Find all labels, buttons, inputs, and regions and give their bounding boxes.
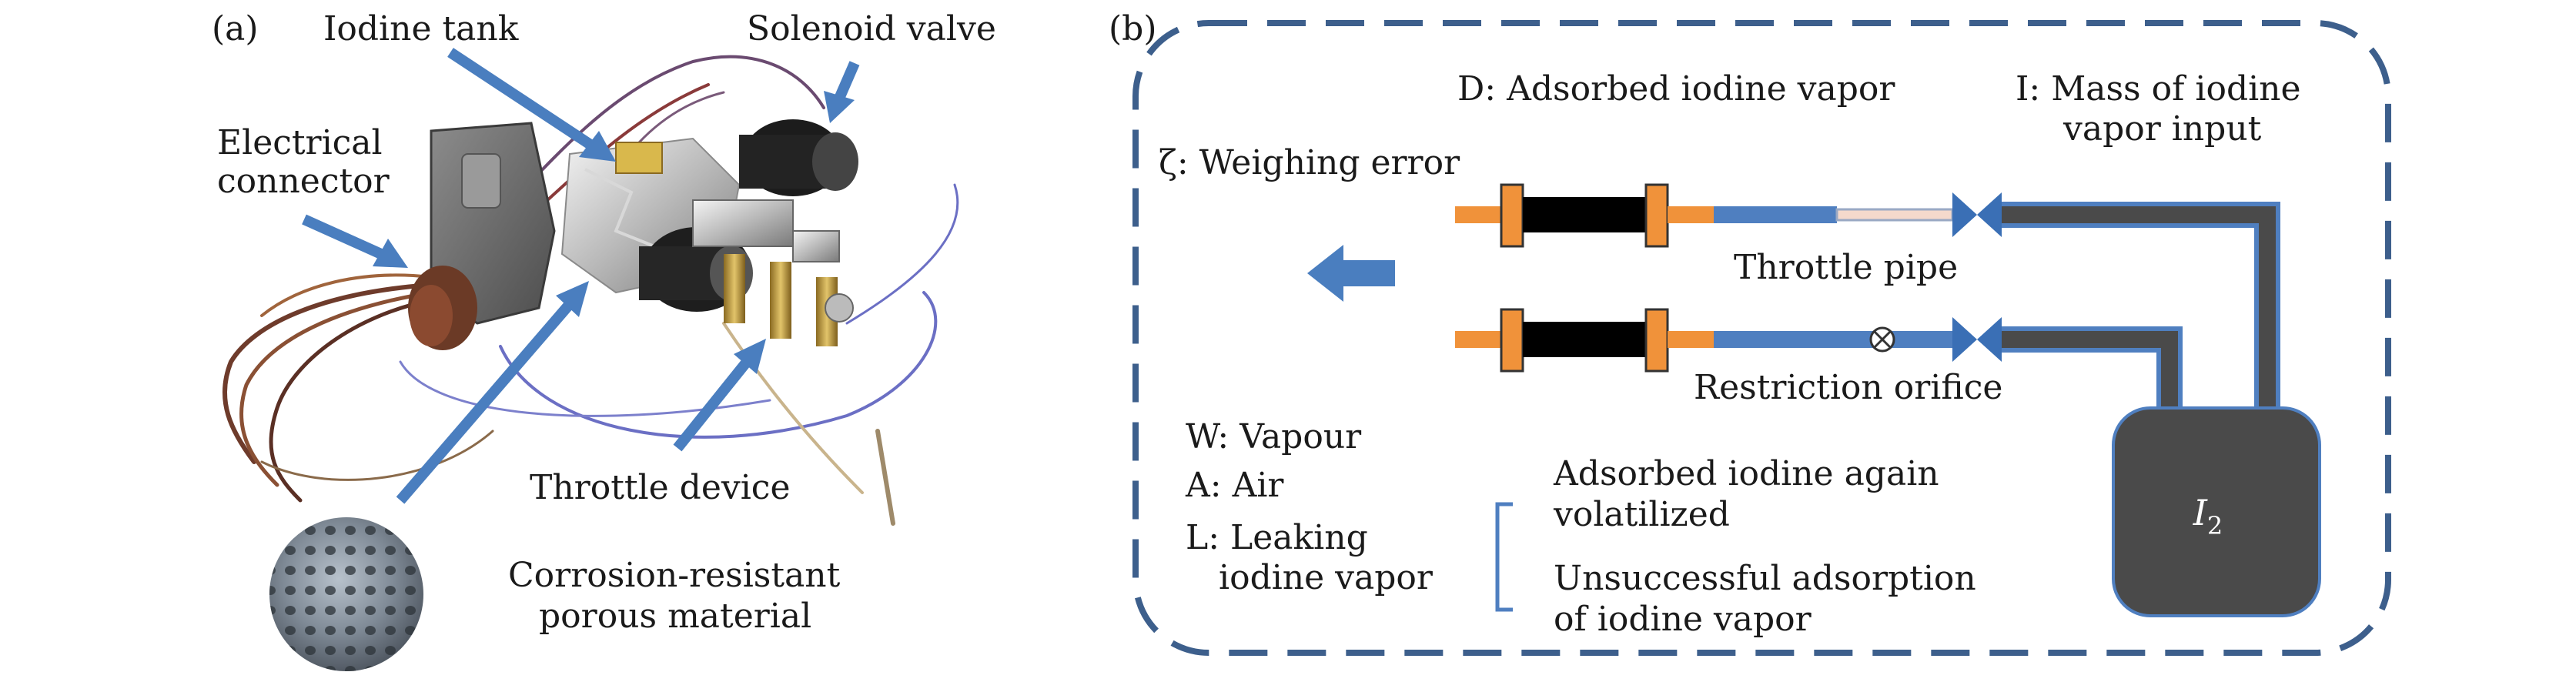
arrow-porous-material [396,300,574,504]
tank-symbol-main: I [2193,492,2208,533]
arrowhead-porous-material [556,281,589,317]
label-throttle-pipe: Throttle pipe [1734,248,1958,287]
arrowhead-electrical-connector [373,239,408,268]
arrow-iodine-tank [447,48,596,151]
label-mass-input-line2: vapor input [2062,109,2262,149]
legend-bracket [1495,502,1513,612]
legend-again-line2: volatilized [1553,495,1730,534]
upper-adsorber-body [1523,197,1646,232]
electrical-connector-photo [408,122,556,350]
label-porous-material-line1: Corrosion-resistant [508,556,841,595]
upper-flange-right [1644,183,1669,248]
upper-valve-left [1952,192,1977,237]
restriction-orifice-symbol [1869,326,1895,353]
upper-inlet-stub [1455,206,1501,223]
panel-b-label: (b) [1109,9,1157,48]
upper-valve-right [1977,192,2002,237]
lower-flange-left [1500,308,1524,373]
annotation-arrows [302,48,860,504]
dashed-boundary [1132,20,2391,656]
legend-leaking-line2: iodine vapor [1219,558,1434,597]
upper-blue-pipe [1714,206,1837,223]
tank-symbol: I2 [2193,492,2223,540]
lower-adsorber-body [1523,322,1646,357]
tank-symbol-subscript: 2 [2207,511,2223,540]
legend-again-line1: Adsorbed iodine again [1553,454,1939,493]
lower-line [1455,308,2183,412]
legend-unsuccessful-line2: of iodine vapor [1554,600,1812,639]
label-solenoid-valve: Solenoid valve [747,9,996,48]
lower-flange-right [1644,308,1669,373]
label-weighing-error: ζ: Weighing error [1159,143,1460,182]
lower-valve-left [1952,317,1977,362]
arrowhead-iodine-tank [579,131,616,162]
label-mass-input-line1: I: Mass of iodine [2016,69,2301,109]
legend-vapour: W: Vapour [1186,417,1362,456]
label-electrical-connector-line2: connector [217,162,390,201]
panel-a: (a) [212,9,996,671]
upper-flange-left [1500,183,1524,248]
lower-outlet-stub [1668,331,1714,348]
lower-feed-outline [2002,326,2183,412]
upper-line [1455,183,2280,412]
arrow-electrical-connector [302,214,383,259]
lower-blue-pipe [1714,331,1952,348]
arrow-throttle-device [673,358,751,452]
arrowhead-solenoid-valve [824,91,855,123]
flow-direction-arrow [1307,245,1395,302]
label-electrical-connector-line1: Electrical [217,123,383,162]
panel-a-label: (a) [212,9,259,48]
lower-inlet-stub [1455,331,1501,348]
legend-air: A: Air [1185,466,1284,505]
legend-leaking-line1: L: Leaking [1186,518,1368,557]
arrow-solenoid-valve [834,61,860,101]
throttle-pipe [1835,208,1954,222]
throttle-device-photo [724,230,854,346]
label-adsorbed-vapor: D: Adsorbed iodine vapor [1457,69,1895,109]
label-throttle-device: Throttle device [530,468,791,507]
legend-unsuccessful-line1: Unsuccessful adsorption [1554,559,1976,598]
upper-feed-pipe [2002,206,2276,412]
label-restriction-orifice: Restriction orifice [1694,368,2002,407]
lower-feed-pipe [2002,331,2178,412]
upper-feed-outline [2002,202,2280,412]
panel-b: (b) [1109,9,2391,656]
arrowhead-throttle-device [734,339,766,374]
label-iodine-tank: Iodine tank [323,9,519,48]
lower-valve-right [1977,317,2002,362]
iodine-source-tank: I2 [2112,406,2321,617]
upper-outlet-stub [1668,206,1714,223]
porous-material-photo [269,517,423,671]
label-porous-material-line2: porous material [539,597,811,636]
